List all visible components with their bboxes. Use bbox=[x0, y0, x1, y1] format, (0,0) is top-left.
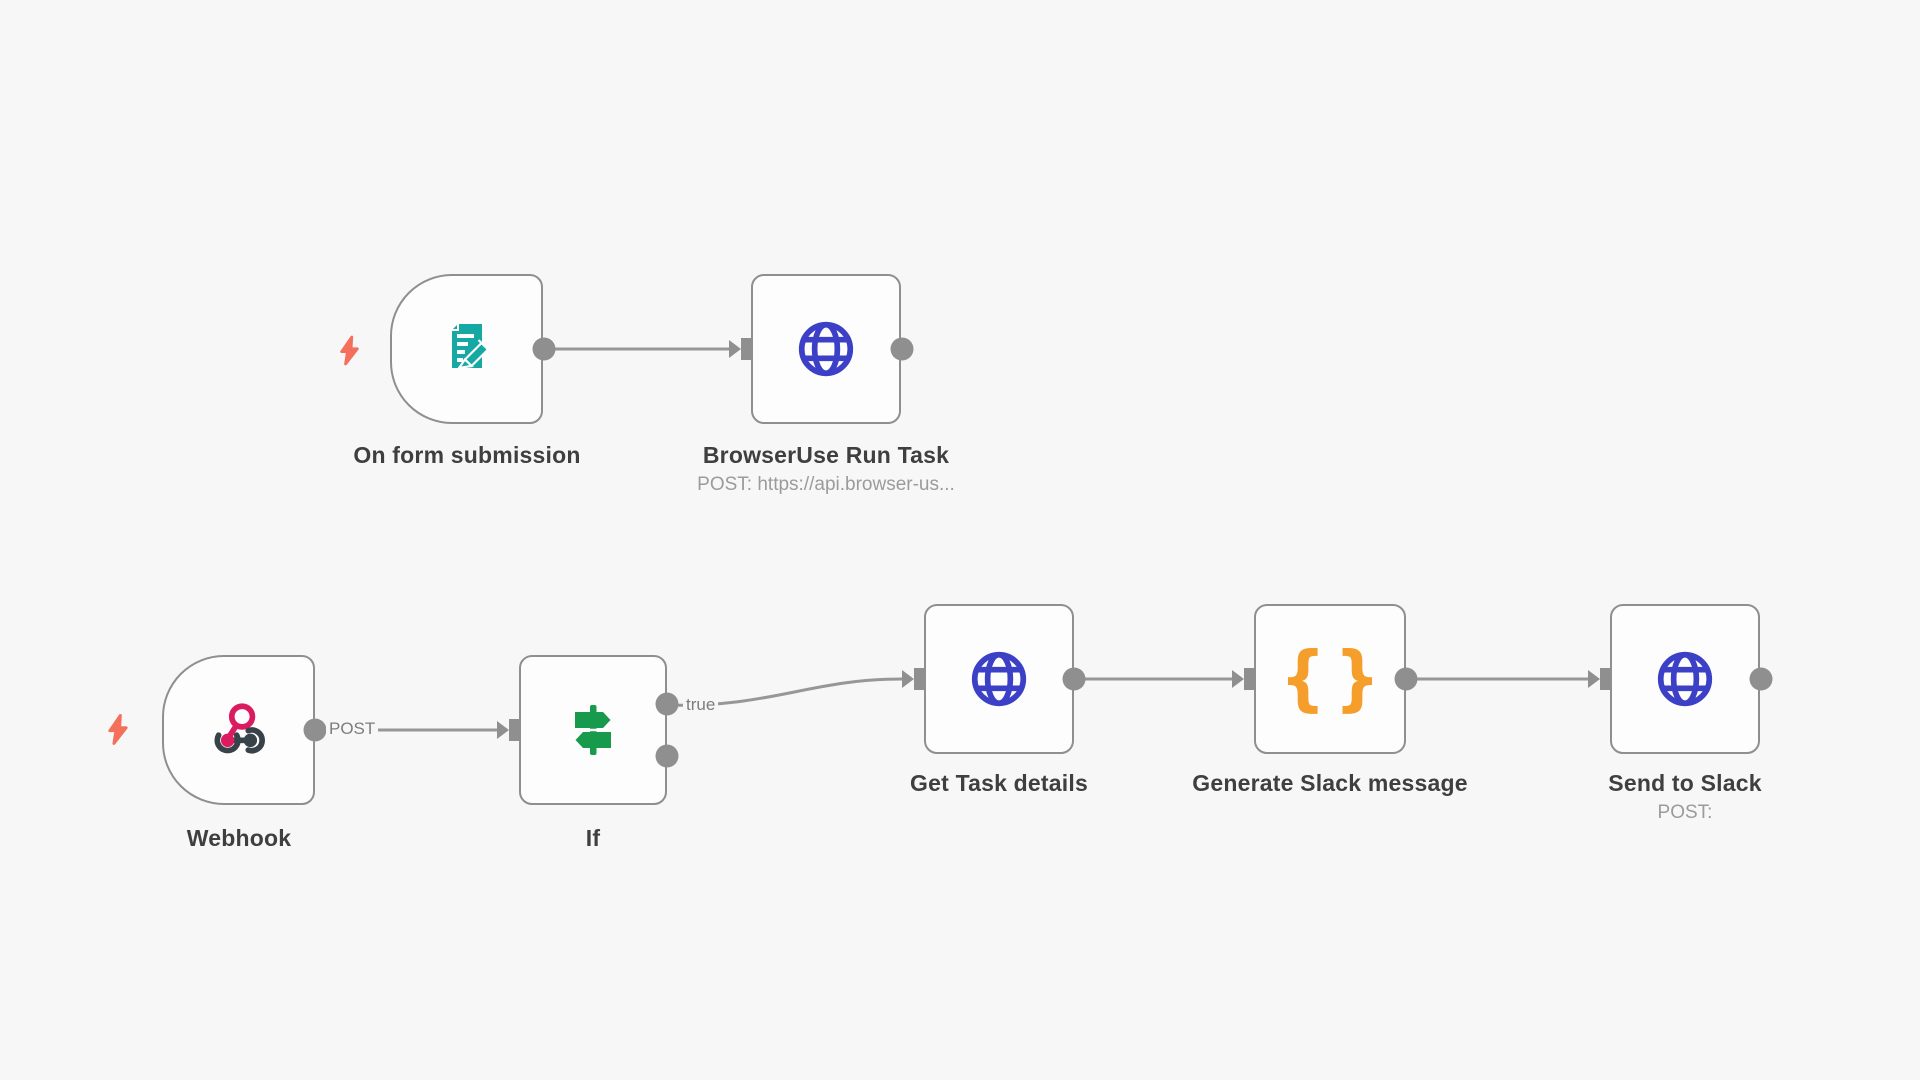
output-port[interactable] bbox=[890, 337, 914, 361]
input-port[interactable] bbox=[902, 668, 926, 690]
node-get-task-details: Get Task details bbox=[910, 604, 1088, 796]
connection-label-post: POST bbox=[326, 718, 379, 741]
webhook-icon bbox=[213, 703, 265, 754]
node-if: If bbox=[519, 655, 667, 851]
node-label: Webhook bbox=[186, 825, 292, 851]
node-box[interactable] bbox=[162, 655, 315, 805]
output-port-true[interactable] bbox=[655, 692, 679, 716]
node-box[interactable] bbox=[924, 604, 1074, 754]
input-port[interactable] bbox=[497, 719, 521, 741]
globe-icon bbox=[795, 318, 857, 380]
node-box[interactable] bbox=[1610, 604, 1760, 754]
node-box[interactable] bbox=[390, 274, 543, 424]
node-browseruse-run-task: BrowserUse Run Task POST: https://api.br… bbox=[697, 274, 955, 495]
globe-icon bbox=[1654, 648, 1716, 710]
trigger-bolt-icon bbox=[108, 714, 128, 745]
braces-icon: {} bbox=[1279, 637, 1381, 721]
globe-icon bbox=[968, 648, 1030, 710]
form-icon bbox=[451, 324, 490, 370]
node-label: If bbox=[585, 825, 601, 851]
output-port[interactable] bbox=[1749, 667, 1773, 691]
node-subtitle: POST: https://api.browser-us... bbox=[697, 474, 955, 495]
input-port[interactable] bbox=[729, 338, 753, 360]
signpost-icon bbox=[575, 705, 611, 755]
output-port[interactable] bbox=[1062, 667, 1086, 691]
output-port-false[interactable] bbox=[655, 744, 679, 768]
node-send-to-slack: Send to Slack POST: bbox=[1608, 604, 1762, 823]
node-webhook: Webhook bbox=[162, 655, 315, 851]
output-port[interactable] bbox=[532, 337, 556, 361]
output-port[interactable] bbox=[303, 718, 327, 742]
node-on-form-submission: On form submission bbox=[353, 274, 580, 468]
output-port[interactable] bbox=[1394, 667, 1418, 691]
node-box[interactable] bbox=[751, 274, 901, 424]
trigger-bolt-icon bbox=[340, 335, 359, 366]
input-port[interactable] bbox=[1232, 668, 1256, 690]
input-port[interactable] bbox=[1588, 668, 1612, 690]
node-label: BrowserUse Run Task bbox=[702, 442, 950, 468]
node-label: On form submission bbox=[353, 442, 581, 468]
node-box[interactable] bbox=[519, 655, 667, 805]
node-box[interactable]: {} bbox=[1254, 604, 1406, 754]
node-subtitle: POST: bbox=[1657, 802, 1713, 823]
node-label: Generate Slack message bbox=[1192, 770, 1468, 796]
if-true-branch-label: true bbox=[683, 694, 719, 717]
node-label: Get Task details bbox=[910, 770, 1088, 796]
node-label: Send to Slack bbox=[1608, 770, 1762, 796]
node-generate-slack-message: {} Generate Slack message bbox=[1192, 604, 1468, 796]
